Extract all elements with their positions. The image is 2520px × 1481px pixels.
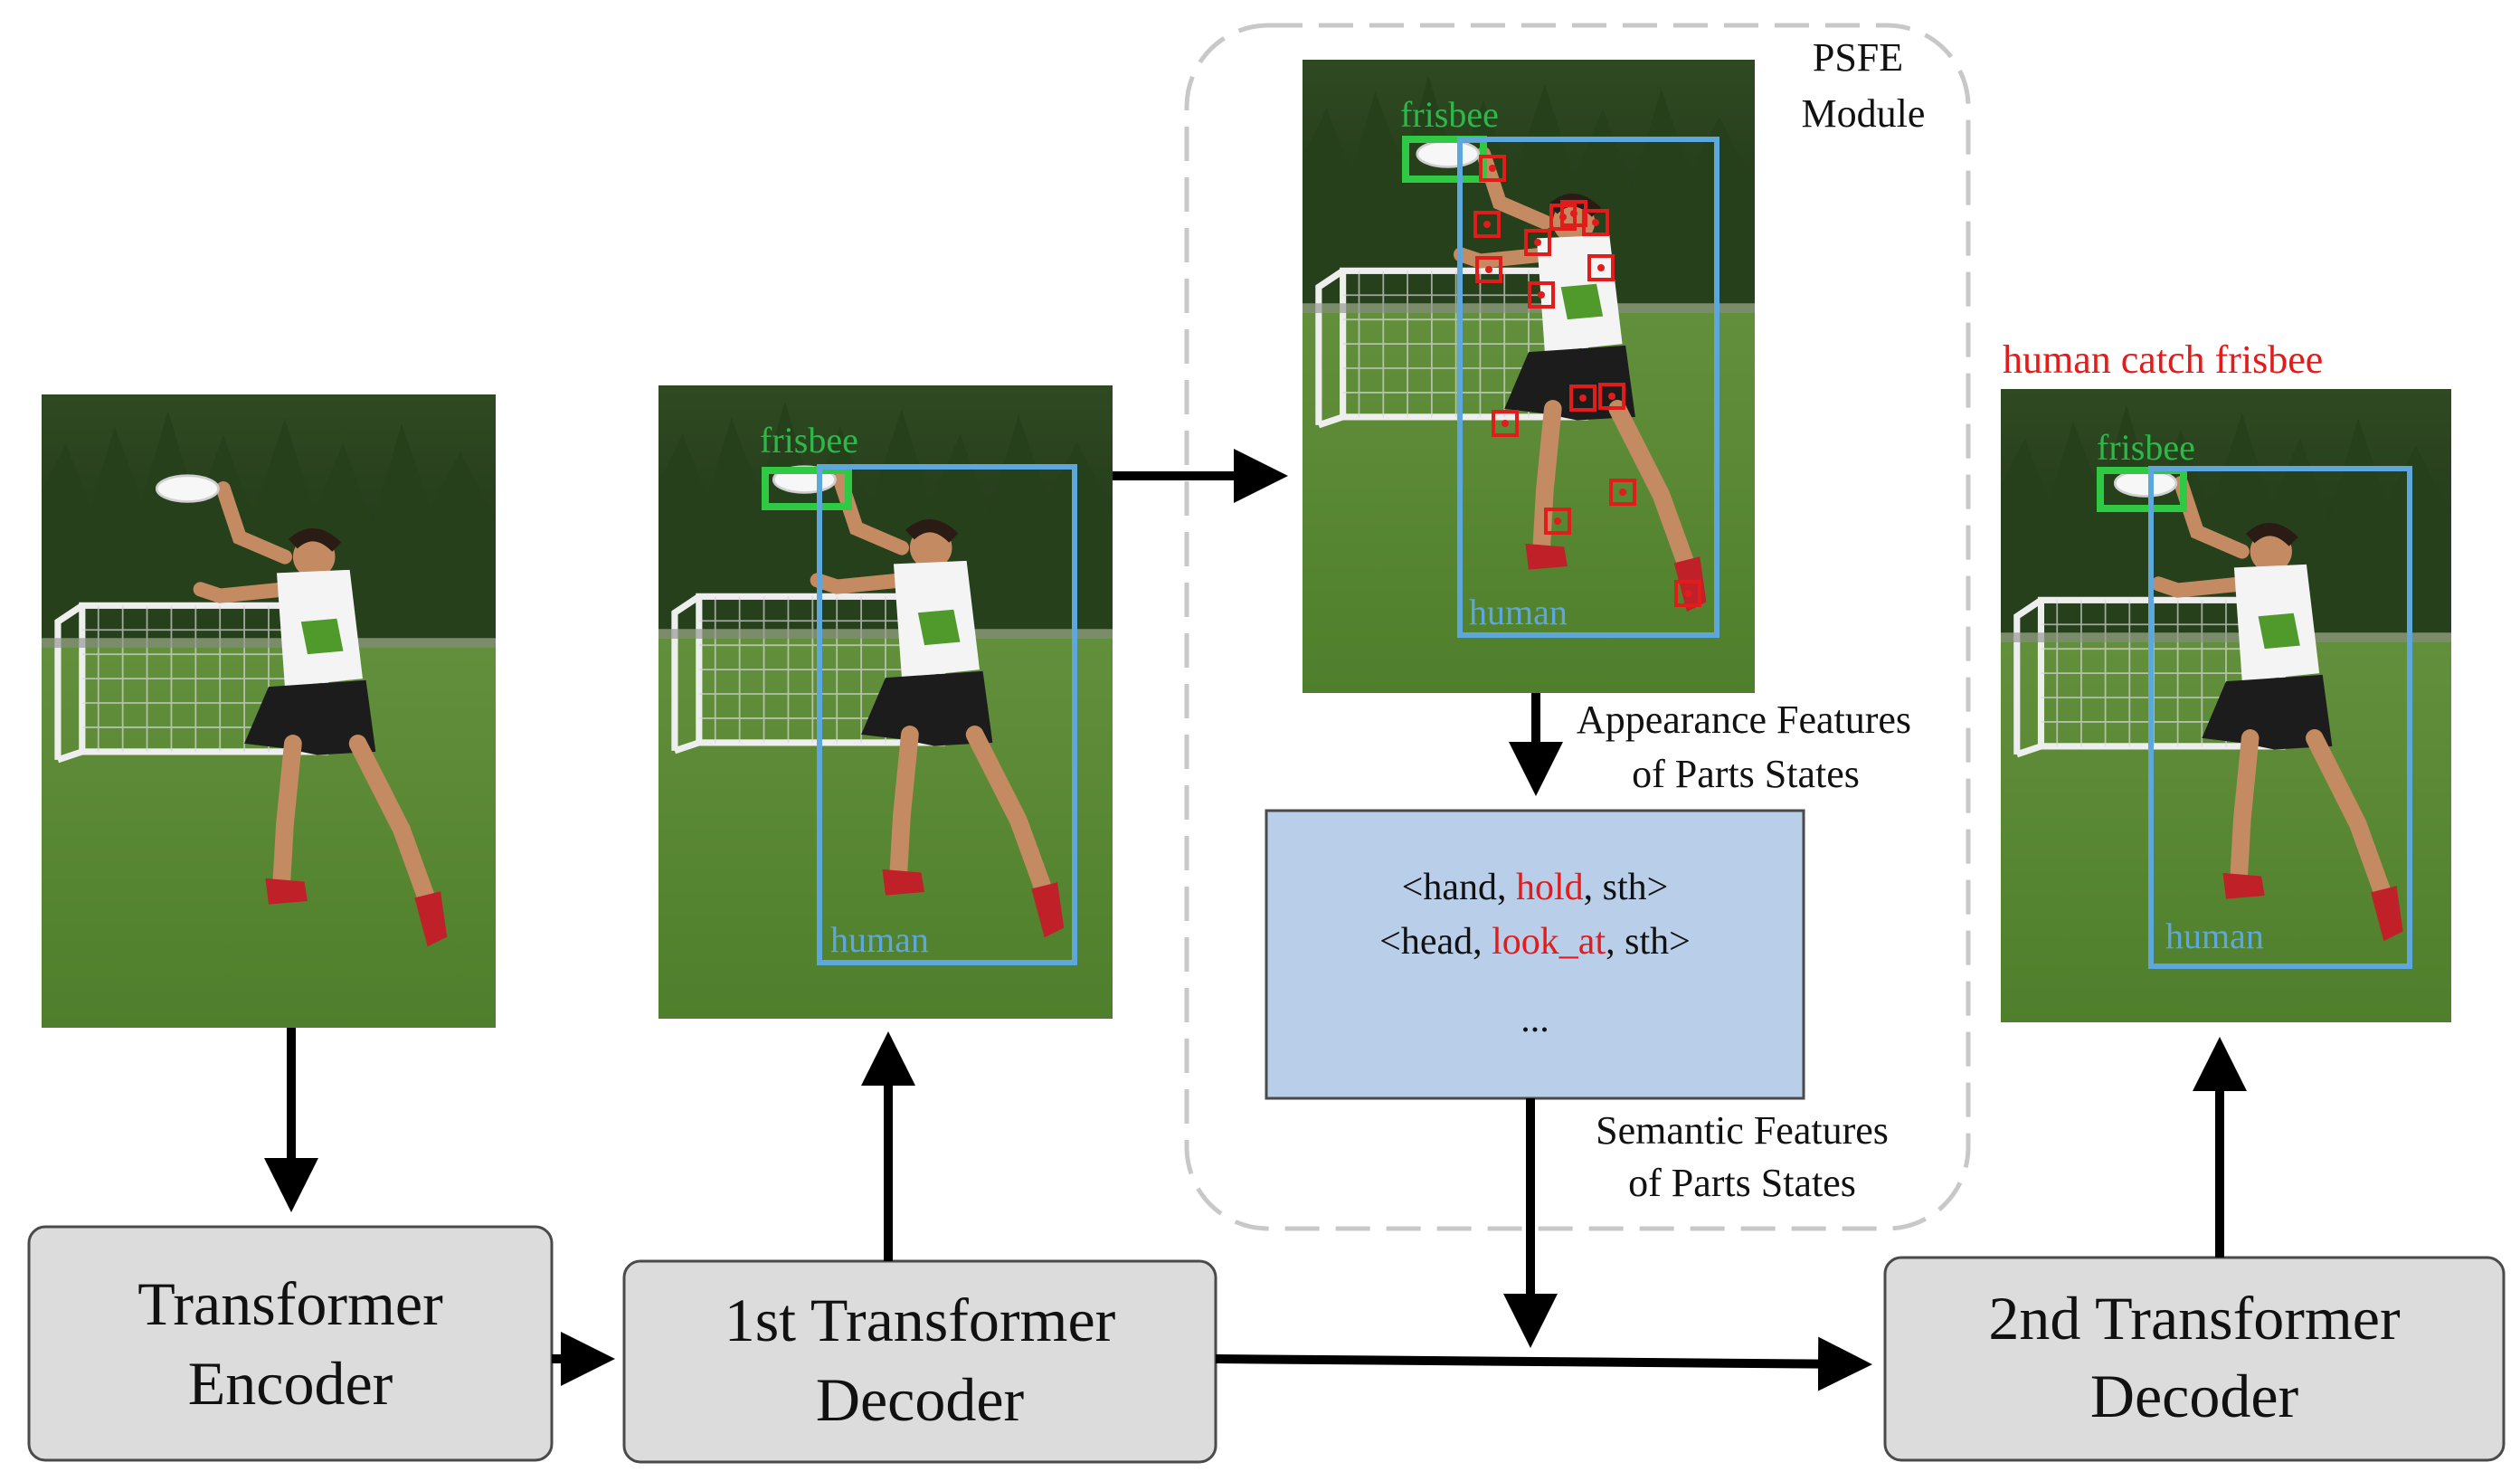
appearance-label-2: of Parts States	[1632, 752, 1860, 796]
keypoint-marker	[1524, 229, 1551, 256]
keypoint-marker	[1479, 155, 1506, 182]
input-photo	[42, 394, 496, 1028]
decoder-2-block: 2nd Transformer Decoder	[1883, 1256, 2506, 1462]
semantic-label-2: of Parts States	[1628, 1161, 1856, 1205]
human-tag: human	[2165, 916, 2264, 956]
keypoint-marker	[1544, 508, 1571, 535]
keypoint-dot	[1597, 264, 1605, 271]
part-state-ellipsis: ...	[1521, 999, 1549, 1040]
psfe-module-title: PSFE	[1813, 35, 1903, 80]
keypoint-marker	[1582, 209, 1609, 236]
decoder-1-block: 1st Transformer Decoder	[622, 1259, 1217, 1464]
keypoint-dot	[1570, 210, 1577, 217]
keypoint-dot	[1554, 517, 1561, 525]
keypoint-marker	[1492, 410, 1519, 437]
frisbee-box	[1402, 136, 1487, 183]
human-tag: human	[830, 919, 929, 960]
keypoint-dot	[1579, 394, 1587, 402]
part-states-box	[1265, 809, 1805, 1100]
frisbee-tag: frisbee	[1400, 94, 1499, 135]
human-box	[1457, 137, 1719, 638]
flow-arrows	[264, 449, 2247, 1391]
frisbee-tag: frisbee	[760, 420, 858, 460]
keypoint-marker	[1473, 211, 1501, 238]
keypoint-dot	[1619, 489, 1626, 496]
human-box	[2148, 466, 2412, 969]
keypoint-dot	[1538, 291, 1545, 299]
frisbee-box	[762, 467, 852, 510]
result-label: human catch frisbee	[2003, 337, 2323, 382]
semantic-label-1: Semantic Features	[1596, 1108, 1889, 1153]
keypoint-marker	[1598, 383, 1625, 410]
keypoint-marker	[1475, 256, 1502, 283]
frisbee-box	[2097, 467, 2187, 512]
svg-text:Transformer: Transformer	[137, 1269, 443, 1338]
human-box	[817, 464, 1077, 965]
keypoint-dot	[1502, 420, 1509, 427]
keypoint-dot	[1592, 219, 1599, 226]
part-state-row-1: <hand, hold, sth>	[1402, 867, 1669, 908]
keypoint-marker	[1528, 281, 1555, 309]
keypoint-dot	[1485, 266, 1492, 273]
svg-text:Decoder: Decoder	[2090, 1362, 2299, 1430]
arrow-decoder1-to-decoder2	[1215, 1336, 1872, 1391]
human-tag: human	[1469, 592, 1568, 632]
part-state-row-2: <head, look_at, sth>	[1379, 921, 1691, 963]
svg-text:Encoder: Encoder	[188, 1349, 393, 1418]
keypoint-dot	[1534, 239, 1541, 246]
transformer-encoder-block: Transformer Encoder	[27, 1225, 554, 1462]
keypoint-marker	[1587, 254, 1615, 281]
keypoint-dot	[1483, 221, 1491, 228]
appearance-label-1: Appearance Features	[1577, 698, 1911, 742]
frisbee-tag: frisbee	[2097, 427, 2195, 468]
psfe-module-subtitle: Module	[1802, 91, 1926, 136]
svg-text:1st Transformer: 1st Transformer	[725, 1286, 1116, 1354]
part-keypoints	[1473, 155, 1701, 607]
keypoint-marker	[1609, 479, 1636, 506]
keypoint-dot	[1489, 165, 1496, 172]
psfe-module-border	[1184, 23, 1971, 1231]
keypoint-dot	[1684, 590, 1691, 597]
keypoint-dot	[1608, 393, 1615, 400]
svg-text:2nd Transformer: 2nd Transformer	[1988, 1284, 2401, 1353]
keypoint-marker	[1674, 580, 1701, 607]
keypoint-marker	[1569, 384, 1596, 412]
svg-text:Decoder: Decoder	[816, 1365, 1025, 1434]
